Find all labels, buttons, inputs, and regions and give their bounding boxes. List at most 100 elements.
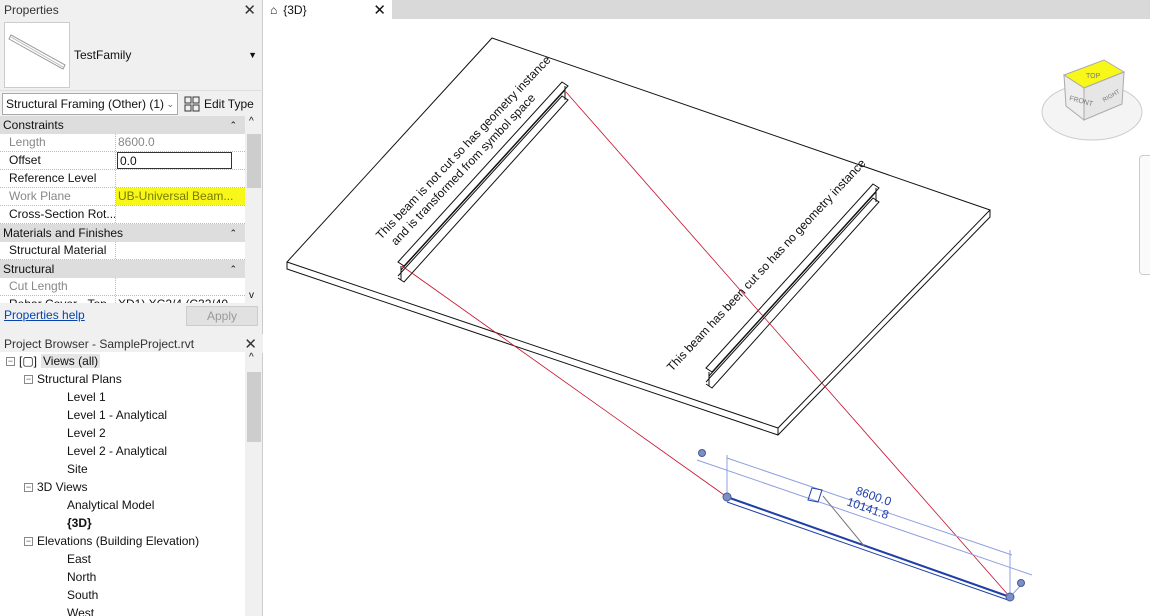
annotation-line-2: and is transformed from symbol space	[388, 91, 538, 248]
group-header[interactable]: Materials and Finishes ⌃	[0, 224, 245, 242]
project-browser-scrollbar[interactable]: ^	[246, 352, 262, 616]
collapse-icon[interactable]: ⌃	[229, 119, 237, 130]
tree-item[interactable]: −[▢]Views (all)	[6, 352, 101, 370]
tree-item[interactable]: −Elevations (Building Elevation)	[24, 532, 199, 550]
tree-item-label: Level 2 - Analytical	[67, 444, 168, 458]
tree-item-label: 3D Views	[37, 480, 88, 494]
view-tab-bar: ⌂ {3D} ✕	[264, 0, 1150, 19]
tree-item[interactable]: West	[67, 604, 94, 616]
selected-beam[interactable]	[696, 449, 1033, 602]
tree-item-label: Level 1 - Analytical	[67, 408, 168, 422]
property-name: Rebar Cover - Top...	[0, 296, 116, 303]
property-row[interactable]: Reference Level	[0, 170, 245, 188]
property-value[interactable]	[116, 242, 245, 259]
beam-uncut[interactable]	[397, 81, 569, 283]
tab-label: {3D}	[283, 2, 307, 17]
viewcube-top[interactable]: TOP	[1086, 73, 1101, 80]
tree-item-label: South	[67, 588, 99, 602]
tree-item-label: Elevations (Building Elevation)	[37, 534, 200, 548]
property-value[interactable]	[116, 206, 245, 223]
category-filter-dropdown[interactable]: Structural Framing (Other) (1) ⌄	[2, 93, 178, 115]
tree-item[interactable]: Site	[67, 460, 88, 478]
close-icon[interactable]: ✕	[243, 1, 256, 19]
property-row[interactable]: Structural Material	[0, 242, 245, 260]
tab-3d-view[interactable]: ⌂ {3D} ✕	[264, 0, 392, 19]
properties-help-link[interactable]: Properties help	[4, 308, 85, 322]
tree-item[interactable]: {3D}	[67, 514, 92, 532]
collapse-icon[interactable]: ⌃	[229, 263, 237, 274]
tree-item-label: {3D}	[67, 516, 92, 530]
tree-item[interactable]: South	[67, 586, 98, 604]
collapse-icon[interactable]: −	[6, 356, 15, 367]
edit-type-icon	[184, 96, 200, 112]
annotation-cut: This beam has been cut so has no geometr…	[664, 156, 869, 374]
close-icon[interactable]: ✕	[373, 1, 386, 19]
tree-item[interactable]: Level 1 - Analytical	[67, 406, 167, 424]
tree-item-label: West	[67, 606, 95, 616]
collapse-icon[interactable]: ⌃	[229, 227, 237, 238]
navigation-bar[interactable]	[1139, 155, 1150, 275]
tree-item-label: Level 2	[67, 426, 106, 440]
viewcube[interactable]: TOP FRONT RIGHT	[1041, 59, 1143, 141]
tree-item[interactable]: North	[67, 568, 96, 586]
properties-title: Properties	[4, 2, 59, 17]
properties-scrollbar[interactable]: ^v	[246, 116, 262, 303]
type-selector[interactable]: TestFamily ▼	[0, 19, 263, 91]
family-thumbnail	[4, 21, 70, 88]
3d-viewport[interactable]: This beam is not cut so has geometry ins…	[264, 19, 1150, 616]
tree-item-label: Level 1	[67, 390, 106, 404]
3d-view-icon: ⌂	[270, 2, 278, 17]
group-header[interactable]: Structural⌃	[0, 260, 245, 278]
tree-item[interactable]: −Structural Plans	[24, 370, 122, 388]
category-label: Structural Framing (Other) (1)	[6, 97, 165, 111]
property-row[interactable]: Cross-Section Rot...	[0, 206, 245, 224]
edit-type-label: Edit Type	[204, 97, 254, 111]
project-browser: Project Browser - SampleProject.rvt ✕ −[…	[0, 334, 263, 616]
tree-item-label: East	[67, 552, 92, 566]
tree-item-label: Analytical Model	[67, 498, 155, 512]
collapse-icon[interactable]: −	[24, 374, 33, 385]
property-value[interactable]: UB-Universal Beam...	[116, 188, 245, 205]
tree-item-label: Views (all)	[41, 354, 101, 368]
property-row[interactable]: Rebar Cover - Top...XD1) XC2/4 (C32/40..…	[0, 296, 245, 303]
group-label: Materials and Finishes	[3, 226, 124, 240]
reference-lines	[401, 91, 1011, 598]
property-value[interactable]	[116, 278, 245, 295]
edit-type-button[interactable]: Edit Type	[184, 96, 254, 112]
property-name: Cross-Section Rot...	[0, 206, 116, 223]
apply-button[interactable]: Apply	[186, 306, 258, 326]
beam-cut[interactable]	[705, 183, 880, 389]
tree-item[interactable]: East	[67, 550, 91, 568]
property-name: Structural Material	[0, 242, 116, 259]
annotation-uncut: This beam is not cut so has geometry ins…	[373, 53, 554, 248]
close-icon[interactable]: ✕	[244, 335, 257, 353]
tree-item[interactable]: Level 2 - Analytical	[67, 442, 167, 460]
project-browser-title: Project Browser - SampleProject.rvt	[4, 336, 195, 351]
property-value[interactable]: 8600.0	[118, 135, 155, 149]
views-icon: [▢]	[19, 354, 38, 368]
collapse-icon[interactable]: −	[24, 482, 33, 493]
tree-item[interactable]: Analytical Model	[67, 496, 154, 514]
group-header[interactable]: Constraints⌃	[0, 116, 245, 134]
tree-item-label: North	[67, 570, 97, 584]
property-value[interactable]: XD1) XC2/4 (C32/40...	[116, 296, 245, 303]
property-value[interactable]	[116, 170, 245, 187]
property-value[interactable]: 0.0	[117, 152, 232, 169]
tree-item[interactable]: Level 2	[67, 424, 106, 442]
property-name: Offset	[0, 152, 116, 169]
annotation-line-1: This beam is not cut so has geometry ins…	[373, 53, 554, 242]
tree-item[interactable]: Level 1	[67, 388, 106, 406]
tree-item-label: Site	[67, 462, 88, 476]
dropdown-arrow-icon[interactable]: ▼	[248, 49, 257, 60]
tree-item[interactable]: −3D Views	[24, 478, 87, 496]
project-browser-header: Project Browser - SampleProject.rvt ✕	[0, 334, 263, 353]
floor-slab[interactable]	[286, 37, 991, 436]
property-row[interactable]: Cut Length	[0, 278, 245, 296]
collapse-icon[interactable]: −	[24, 536, 33, 547]
property-name: Cut Length	[0, 278, 116, 295]
